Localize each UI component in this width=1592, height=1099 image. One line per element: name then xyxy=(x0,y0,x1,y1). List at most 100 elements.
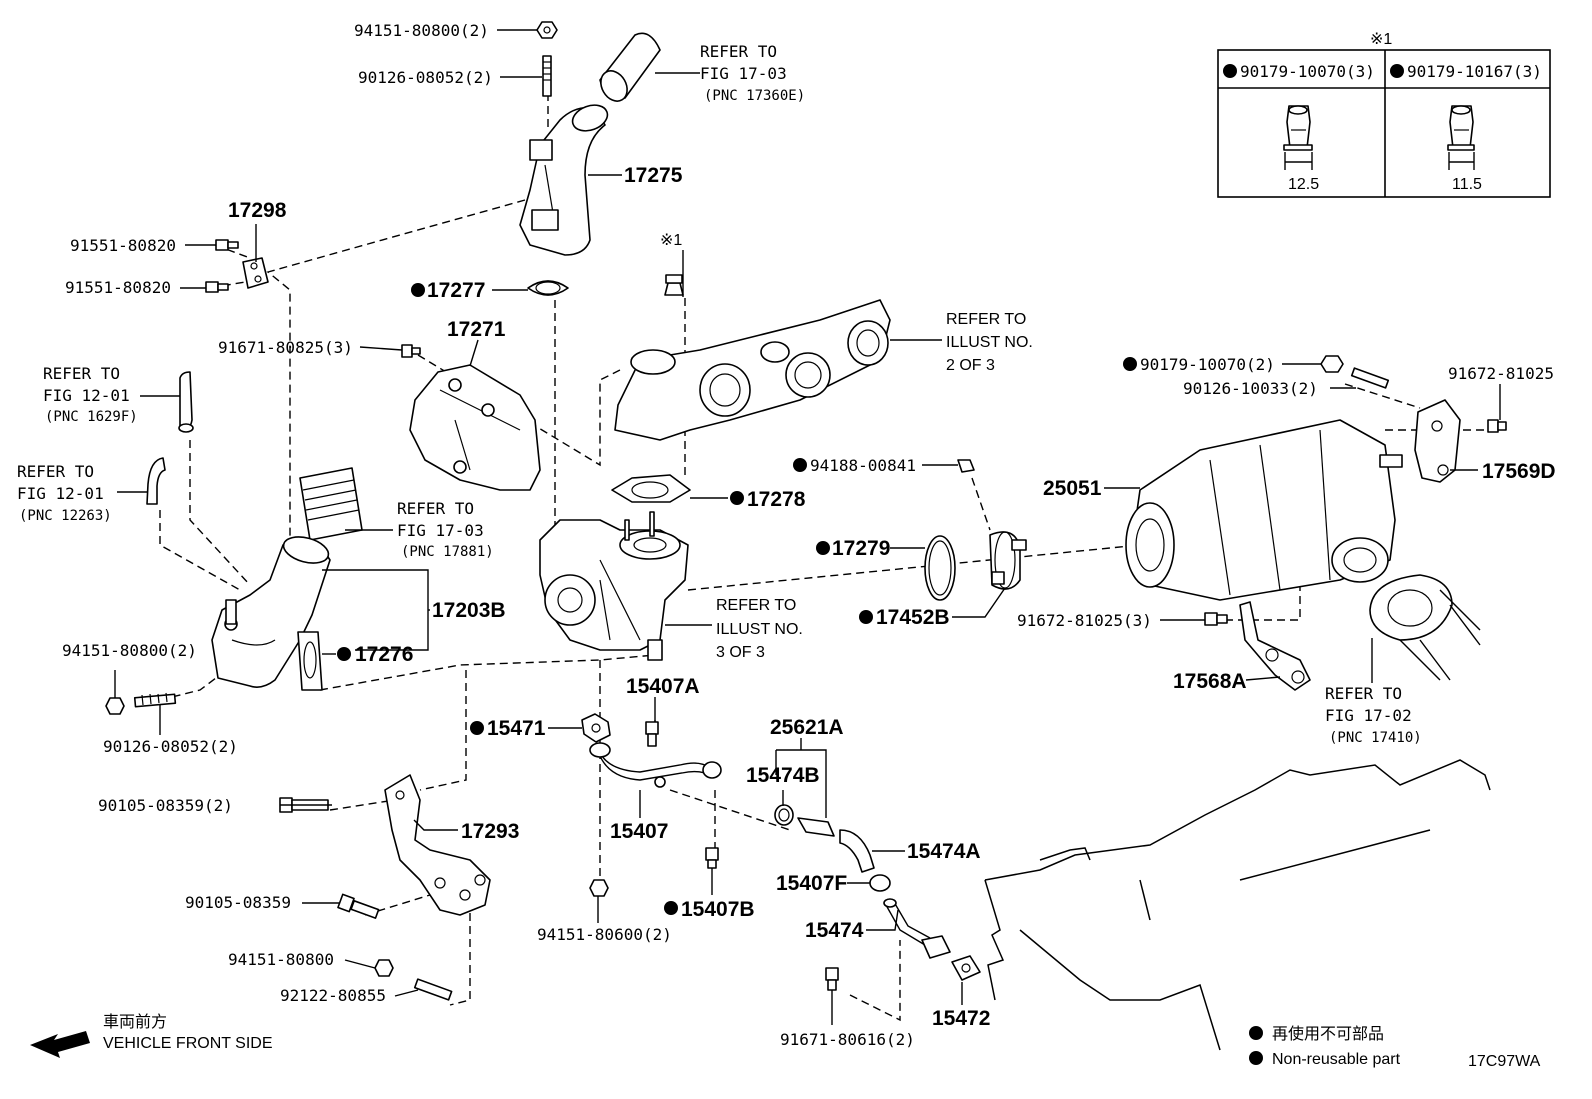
label-17279: 17279 xyxy=(832,537,890,560)
label-17277: 17277 xyxy=(427,279,485,302)
label-refer-illust2-2: ILLUST NO. xyxy=(946,334,1033,351)
legend-label-jp: 再使用不可部品 xyxy=(1272,1025,1384,1043)
bolt-15407a xyxy=(645,721,659,747)
label-refer-17410-2: FIG 17-02 xyxy=(1325,706,1412,725)
exhaust-pipe-17410 xyxy=(1369,574,1481,681)
label-94188-00841: 94188-00841 xyxy=(810,456,916,475)
inset-frame xyxy=(1217,49,1551,198)
front-arrow-icon xyxy=(30,1031,90,1058)
label-91672-81025: 91672-81025 xyxy=(1448,364,1554,383)
insulator-17271 xyxy=(409,364,541,491)
label-refer-illust3-3: 3 OF 3 xyxy=(716,644,765,661)
label-94151-80600-2: 94151-80600(2) xyxy=(537,925,672,944)
bolt-91551-80820-b xyxy=(205,281,229,293)
label-15474b: 15474B xyxy=(746,764,820,787)
nonreusable-dot-17452b xyxy=(859,610,873,624)
flange-nut-icon xyxy=(1447,105,1475,170)
ring-17279 xyxy=(924,535,956,601)
nonreusable-dot-17279 xyxy=(816,541,830,555)
nut-94188-00841 xyxy=(957,459,975,473)
inset-col1-dim: 12.5 xyxy=(1288,176,1319,193)
figure-code: 17C97WA xyxy=(1468,1053,1541,1070)
label-17569d: 17569D xyxy=(1482,460,1556,483)
label-17298: 17298 xyxy=(228,199,287,222)
label-15407a: 15407A xyxy=(626,675,700,698)
stud-90126-08052-top xyxy=(542,55,552,97)
label-refer-12263-3: (PNC 12263) xyxy=(19,508,112,524)
label-25621a: 25621A xyxy=(770,716,844,739)
hose-1629f xyxy=(178,371,194,433)
nut-ref-1 xyxy=(664,274,684,296)
label-refer-17881-3: (PNC 17881) xyxy=(401,544,494,560)
label-refer-17360e-1: REFER TO xyxy=(700,42,777,61)
bolt-91671-80825 xyxy=(401,344,421,358)
stud-92122-80855 xyxy=(413,978,453,1001)
label-17293: 17293 xyxy=(461,820,519,843)
nonreusable-dot-17277 xyxy=(411,283,425,297)
bracket-17298 xyxy=(242,257,269,289)
label-refer-1629f-3: (PNC 1629F) xyxy=(45,409,138,425)
label-refer-17360e-2: FIG 17-03 xyxy=(700,64,787,83)
nonreusable-dot-17276 xyxy=(337,647,351,661)
bolt-91551-80820-a xyxy=(215,239,239,251)
hose-25621a xyxy=(797,817,835,837)
label-90126-08052-2-left: 90126-08052(2) xyxy=(103,737,238,756)
label-refer-17881-1: REFER TO xyxy=(397,499,474,518)
inset-nonreusable-dot-2 xyxy=(1390,64,1404,78)
gasket-15472 xyxy=(951,955,981,981)
nut-90179-10070-right xyxy=(1320,355,1344,373)
vehicle-front-indicator: 車両前方 VEHICLE FRONT SIDE xyxy=(30,1013,273,1058)
label-15474a: 15474A xyxy=(907,840,981,863)
label-refer-1629f-1: REFER TO xyxy=(43,364,120,383)
pipe-17203b xyxy=(211,536,331,688)
label-refer-illust3-1: REFER TO xyxy=(716,597,796,614)
label-refer-17881-2: FIG 17-03 xyxy=(397,521,484,540)
flange-nut-icon xyxy=(1283,105,1313,170)
bolt-90105-08359 xyxy=(337,893,380,919)
label-91551-80820-a: 91551-80820 xyxy=(70,236,176,255)
label-90105-08359: 90105-08359 xyxy=(185,893,291,912)
nonreusable-dot-90179 xyxy=(1123,357,1137,371)
nut-94151-80800-bottom xyxy=(374,959,394,977)
label-17271: 17271 xyxy=(447,318,506,341)
front-label-en: VEHICLE FRONT SIDE xyxy=(103,1035,273,1052)
label-17203b: 17203B xyxy=(432,599,506,622)
label-15407f: 15407F xyxy=(776,872,847,895)
legend-dot-en xyxy=(1249,1051,1263,1065)
bolt-91672-81025 xyxy=(1487,419,1507,433)
part-labels: 94151-80800(2) 90126-08052(2) REFER TO F… xyxy=(17,21,1556,1049)
label-94151-80800-2-top: 94151-80800(2) xyxy=(354,21,489,40)
nonreusable-dot-15471 xyxy=(470,721,484,735)
exhaust-manifold xyxy=(614,299,891,441)
label-90179-10070-2: 90179-10070(2) xyxy=(1140,355,1275,374)
pipe-15474 xyxy=(883,898,951,959)
gasket-17276 xyxy=(297,631,323,691)
legend: 再使用不可部品 Non-reusable part 17C97WA xyxy=(1272,1025,1541,1070)
label-15471: 15471 xyxy=(487,717,546,740)
label-refer-illust2-3: 2 OF 3 xyxy=(946,357,995,374)
nonreusable-dot-15407b xyxy=(664,901,678,915)
label-92122-80855: 92122-80855 xyxy=(280,986,386,1005)
label-refer-illust3-2: ILLUST NO. xyxy=(716,621,803,638)
label-refer-1629f-2: FIG 12-01 xyxy=(43,386,130,405)
label-17278: 17278 xyxy=(747,488,806,511)
nut-94151-80600 xyxy=(589,879,609,897)
legend-dot-jp xyxy=(1249,1026,1263,1040)
hose-end-top xyxy=(599,32,661,102)
bracket-17568a xyxy=(1239,601,1311,691)
label-refer-12263-1: REFER TO xyxy=(17,462,94,481)
label-91671-80616-2: 91671-80616(2) xyxy=(780,1030,915,1049)
non-reusable-marks xyxy=(337,283,1263,1065)
nonreusable-dot-17278 xyxy=(730,491,744,505)
label-refer-12263-2: FIG 12-01 xyxy=(17,484,104,503)
label-17568a: 17568A xyxy=(1173,670,1247,693)
legend-label-en: Non-reusable part xyxy=(1272,1051,1401,1068)
label-refer-17360e-3: (PNC 17360E) xyxy=(704,88,805,104)
label-15407: 15407 xyxy=(610,820,668,843)
label-17275: 17275 xyxy=(624,164,683,187)
label-90126-08052-2-top: 90126-08052(2) xyxy=(358,68,493,87)
air-duct-17881 xyxy=(299,467,363,541)
bolt-91672-81025-3 xyxy=(1204,612,1228,626)
label-91671-80825-3: 91671-80825(3) xyxy=(218,338,353,357)
gasket-17278 xyxy=(611,474,691,503)
